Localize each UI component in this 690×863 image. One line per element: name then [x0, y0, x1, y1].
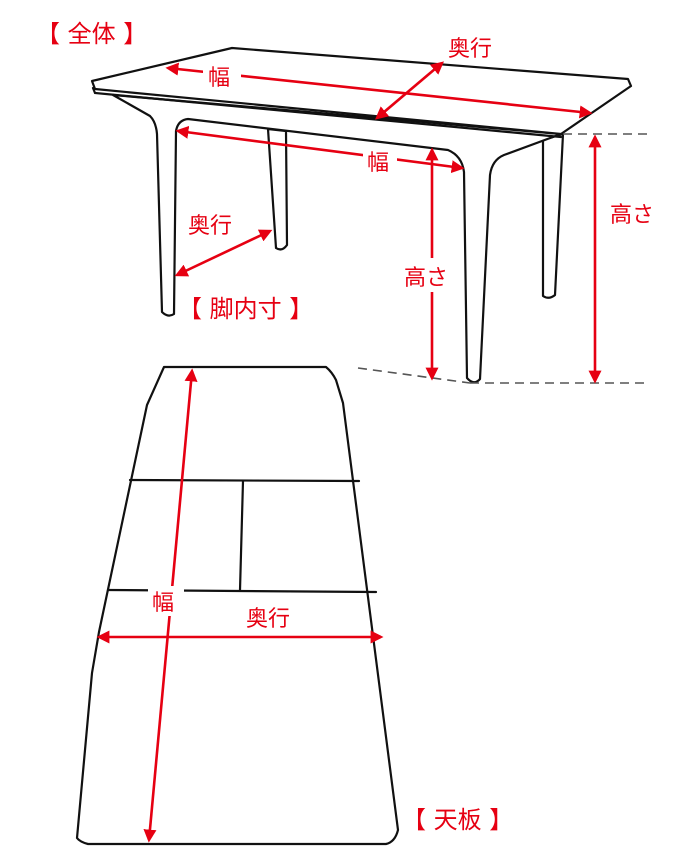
leg-width-arrow — [175, 125, 465, 174]
tabletop-dimensions: 幅 奥行 — [96, 368, 384, 843]
leg-width-label: 幅 — [367, 151, 389, 176]
apron-front — [111, 93, 563, 384]
table-drawing — [90, 46, 633, 384]
overall-width-label: 幅 — [208, 66, 230, 91]
leg-height-label: 高さ — [404, 266, 448, 291]
overall-depth-label: 奥行 — [448, 37, 492, 62]
overall-depth-arrow — [375, 61, 444, 120]
tabletop-outline — [75, 365, 400, 846]
top-depth-label: 奥行 — [246, 607, 290, 632]
overall-height-label: 高さ — [610, 203, 654, 228]
tabletop-plan — [75, 365, 400, 846]
top-width-label: 幅 — [152, 591, 174, 616]
section-title-leg-inner: 【 脚内寸 】 — [178, 295, 313, 323]
back-right-leg — [541, 132, 565, 299]
section-title-overall: 【 全体 】 — [36, 20, 147, 48]
leg-inner-dimensions: 幅 奥行 高さ — [174, 125, 465, 381]
board-seam-vertical — [238, 479, 245, 592]
section-title-tabletop: 【 天板 】 — [402, 806, 513, 834]
tabletop-edge — [91, 86, 563, 139]
board-seam-upper — [128, 478, 361, 483]
back-left-leg — [266, 127, 289, 251]
leg-depth-arrow — [174, 229, 273, 277]
overall-dimensions: 幅 奥行 高さ — [165, 37, 654, 384]
leg-height-guide-bottom — [357, 367, 471, 384]
leg-depth-label: 奥行 — [188, 214, 232, 239]
